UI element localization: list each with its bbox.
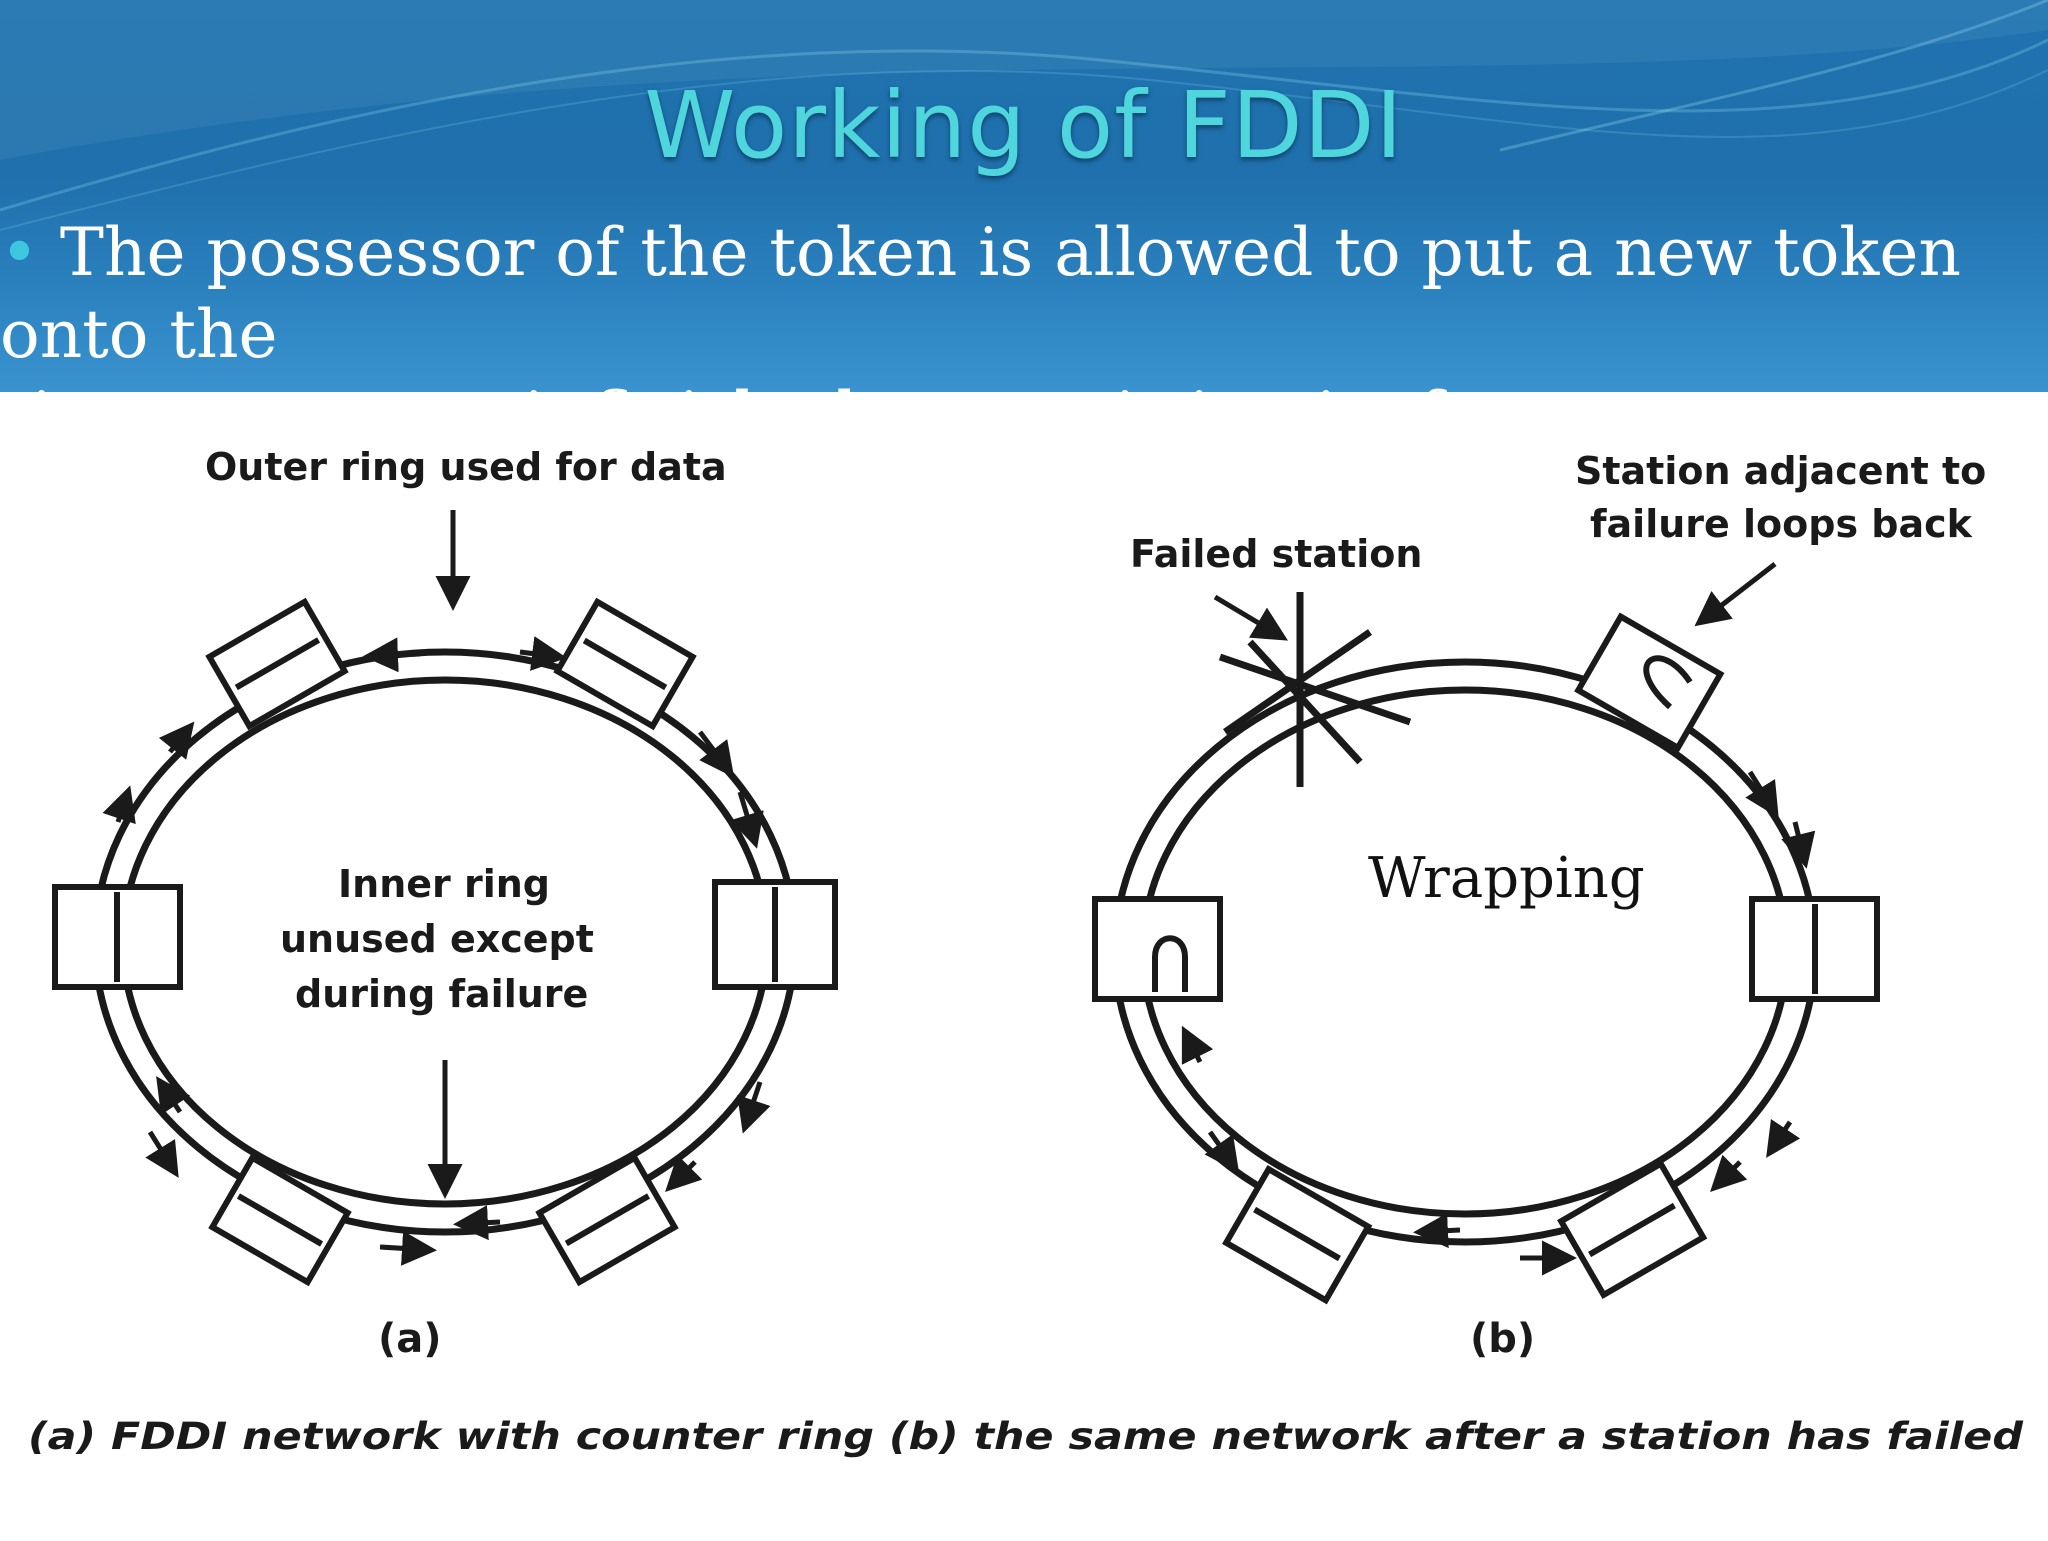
station-b-bottom-right [1557,1159,1708,1299]
station-b-bottom-left [1222,1165,1373,1305]
slide-title: Working of FDDI [644,72,1404,179]
adjacent-station-label-1: Station adjacent to [1575,449,1986,493]
station-a-top-right [553,597,697,731]
pointer-adjacent-station [1694,562,1777,627]
station-a-left [52,884,183,990]
ring-arrows-b [1181,770,1816,1276]
header-wave-decoration [0,0,2048,231]
inner-ring-label-1: Inner ring [338,862,550,906]
outer-ring-label: Outer ring used for data [205,445,727,489]
pointer-failed-station [1213,594,1289,641]
failed-station [1218,592,1412,787]
station-b-right [1749,896,1880,1002]
station-a-bottom-left [208,1153,352,1287]
figure-caption: (a) FDDI network with counter ring (b) t… [28,1415,2024,1458]
inner-ring-label-3: during failure [295,972,588,1016]
station-b-left [1092,896,1223,1002]
panel-label-b: (b) [1470,1316,1535,1362]
wrapping-label: Wrapping [1368,846,1645,911]
bullet-paragraph: • The possessor of the token is allowed … [0,212,2040,392]
station-a-bottom-right [535,1153,679,1287]
station-a-top-left [205,597,349,731]
bullet-marker: • [0,214,39,291]
fddi-figure: Outer ring used for data Inner ring unus… [0,392,2048,1536]
station-b-top-right [1574,612,1725,752]
diagram-b [1092,562,1880,1305]
slide-header: Working of FDDI • The possessor of the t… [0,0,2048,392]
ring-arrows-a [102,636,771,1266]
inner-ring-b [1139,686,1791,1218]
bullet-line-2: ring as soon as it finished transmitting… [0,378,1670,392]
adjacent-station-label-2: failure loops back [1590,502,1973,546]
diagram-a [52,510,838,1287]
bullet-line-1: The possessor of the token is allowed to… [0,214,1961,373]
panel-label-a: (a) [378,1316,442,1362]
inner-ring-label-2: unused except [280,917,594,961]
station-a-right [712,879,838,990]
fddi-diagram: Outer ring used for data Inner ring unus… [28,445,2024,1458]
failed-station-label: Failed station [1130,532,1422,576]
